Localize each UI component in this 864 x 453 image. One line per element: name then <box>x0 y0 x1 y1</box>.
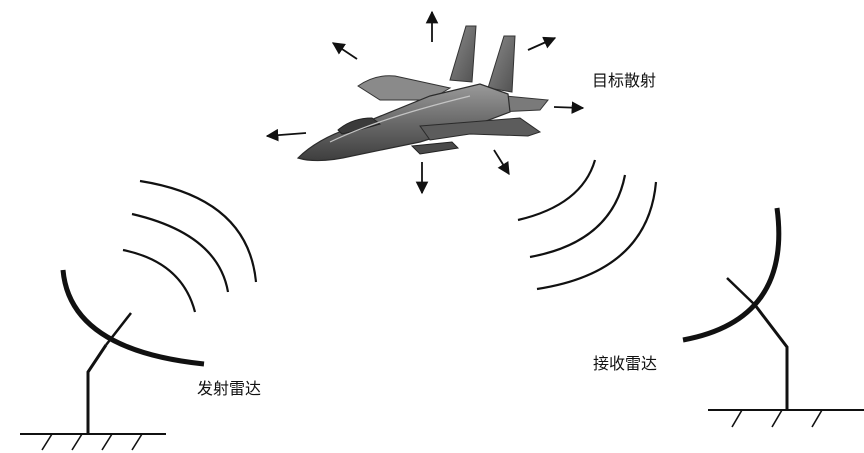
receive-radar <box>517 159 864 428</box>
aircraft-fuselage <box>296 83 511 162</box>
aircraft-tail-fin-near <box>487 35 516 93</box>
transmit-radar <box>20 179 258 451</box>
scatter-arrows <box>265 10 585 195</box>
transmit-ground-hatching <box>41 433 143 451</box>
receive-dish <box>682 207 782 343</box>
receive-mast <box>753 304 789 410</box>
transmit-mast <box>86 344 108 434</box>
scatter-arrow-right <box>553 101 585 114</box>
receive-wave-2 <box>529 174 627 259</box>
receive-feed-arm <box>726 277 756 306</box>
aircraft-wing-near <box>419 117 542 141</box>
scatter-arrow-left <box>265 128 307 142</box>
aircraft-highlight <box>329 95 471 143</box>
aircraft-underwing-stores <box>410 141 460 155</box>
transmit-waves <box>122 179 258 313</box>
aircraft-tail-fin-far <box>449 25 477 83</box>
scatter-arrow-lower-right <box>493 149 510 176</box>
receive-radar-label: 接收雷达 <box>593 354 658 373</box>
scatter-arrow-upper-right <box>527 36 557 51</box>
receive-wave-1 <box>517 159 597 222</box>
aircraft-canopy <box>337 117 382 135</box>
scatter-arrow-upper-left <box>331 42 358 60</box>
transmit-dish <box>60 269 205 367</box>
transmit-wave-1 <box>122 248 197 313</box>
transmit-radar-label: 发射雷达 <box>197 379 262 398</box>
target-scattering-label: 目标散射 <box>592 71 657 90</box>
transmit-wave-3 <box>139 179 258 283</box>
receive-waves <box>517 159 658 291</box>
aircraft-target <box>296 25 549 162</box>
receive-ground-hatching <box>731 409 823 428</box>
transmit-wave-2 <box>131 212 230 293</box>
receive-wave-3 <box>536 181 658 291</box>
